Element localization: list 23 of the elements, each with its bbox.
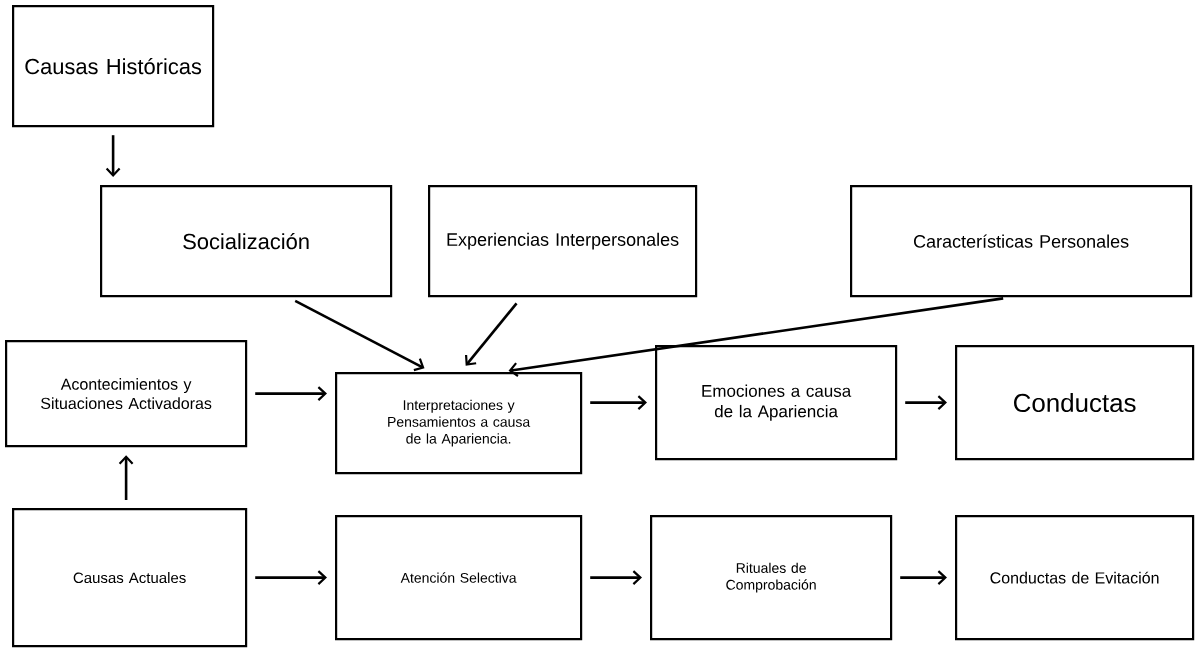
process-box: Causas Actuales xyxy=(12,508,248,648)
arrow xyxy=(590,395,647,410)
process-box: Socialización xyxy=(100,185,393,298)
process-box: Emociones a causa de la Apariencia xyxy=(655,345,898,461)
arrow xyxy=(590,570,642,585)
process-box: Interpretaciones y Pensamientos a causa de la Apariencia. xyxy=(335,372,583,475)
process-box: Causas Históricas xyxy=(12,5,215,128)
arrow xyxy=(255,570,327,585)
process-box: Acontecimientos y Situaciones Activadoras xyxy=(5,340,248,448)
arrow xyxy=(118,455,134,500)
arrow xyxy=(508,297,1004,377)
arrow xyxy=(464,302,518,366)
process-box: Atención Selectiva xyxy=(335,515,583,641)
process-box: Rituales de Comprobación xyxy=(650,515,893,641)
arrow xyxy=(105,135,121,177)
process-box: Conductas de Evitación xyxy=(955,515,1195,641)
arrow xyxy=(255,386,327,401)
arrow xyxy=(905,395,947,410)
process-box: Conductas xyxy=(955,345,1195,461)
arrow xyxy=(900,570,947,585)
process-box: Características Personales xyxy=(850,185,1193,298)
arrow xyxy=(294,299,425,372)
process-box: Experiencias Interpersonales xyxy=(428,185,698,298)
